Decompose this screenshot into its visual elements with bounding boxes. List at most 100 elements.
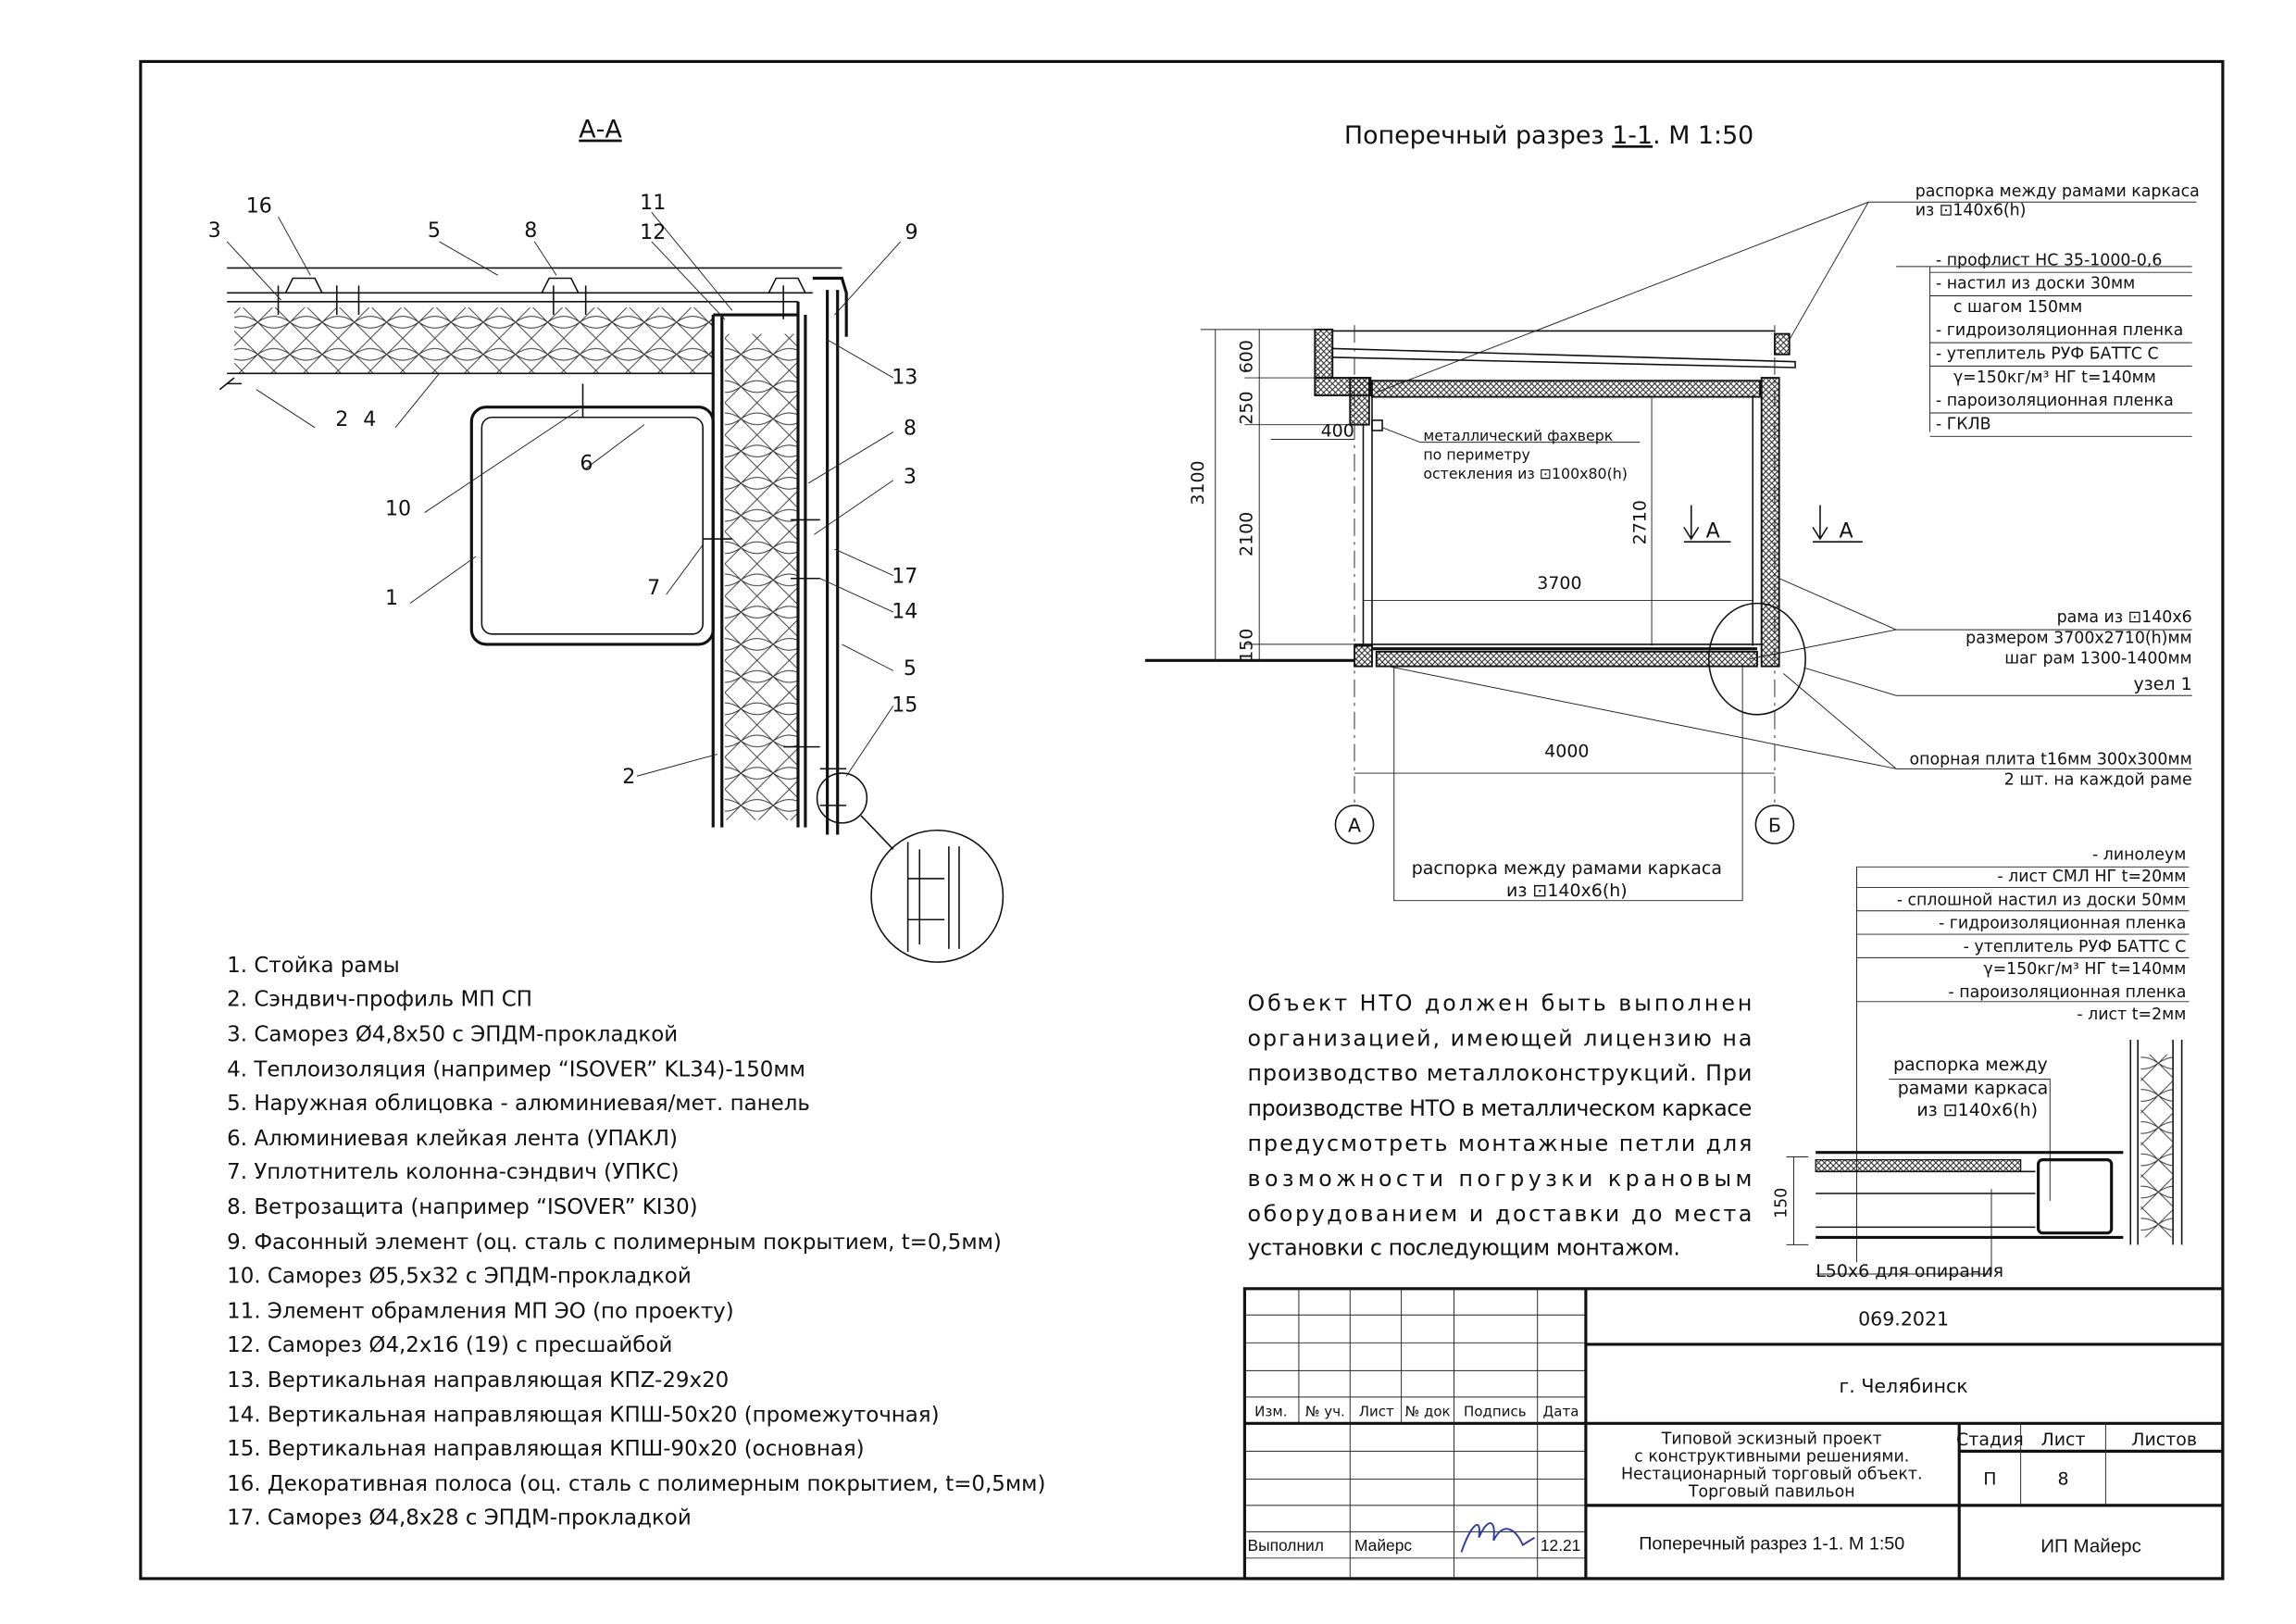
legend-item: 3. Саморез Ø4,8x50 с ЭПДМ-прокладкой (227, 1023, 678, 1047)
axis-a-label: А (1348, 814, 1361, 836)
legend-item: 5. Наружная облицовка - алюминиевая/мет.… (227, 1092, 810, 1116)
svg-text:П: П (1983, 1469, 1996, 1490)
svg-text:распорка между: распорка между (1893, 1055, 2048, 1075)
legend-item: 12. Саморез Ø4,2x16 (19) с пресшайбой (227, 1333, 672, 1357)
svg-text:8: 8 (904, 417, 917, 441)
svg-text:- ГКЛВ: - ГКЛВ (1936, 415, 1991, 433)
svg-text:с конструктивными решениями.: с конструктивными решениями. (1634, 1447, 1909, 1466)
svg-text:Изм.: Изм. (1254, 1403, 1287, 1419)
svg-text:производстве НТО в металлическ: производстве НТО в металлическом каркасе (1248, 1095, 1753, 1121)
svg-text:- пароизоляционная пленка: - пароизоляционная пленка (1936, 392, 2174, 410)
legend-item: 2. Сэндвич-профиль МП СП (227, 988, 532, 1012)
svg-text:Типовой эскизный проект: Типовой эскизный проект (1661, 1430, 1882, 1448)
general-note: Объект НТО должен быть выполнен организа… (1248, 990, 1753, 1260)
svg-text:оборудованием и доставки до ме: оборудованием и доставки до места (1248, 1201, 1753, 1227)
svg-text:- гидроизоляционная пленка: - гидроизоляционная пленка (1936, 321, 2183, 340)
svg-text:2 шт. на каждой раме: 2 шт. на каждой раме (2004, 771, 2192, 790)
svg-text:размером 3700x2710(h)мм: размером 3700x2710(h)мм (1965, 629, 2192, 647)
legend-item: 9. Фасонный элемент (оц. сталь с полимер… (227, 1230, 1002, 1255)
svg-text:- утеплитель РУФ БАТТС С: - утеплитель РУФ БАТТС С (1936, 344, 2159, 363)
svg-text:металлический фахверк: металлический фахверк (1423, 427, 1613, 444)
svg-text:13: 13 (892, 365, 917, 389)
sheet-border (139, 59, 2225, 1580)
svg-text:ИП Майерс: ИП Майерс (2040, 1536, 2141, 1557)
svg-text:3100: 3100 (1188, 460, 1208, 505)
svg-text:- профлист НС 35-1000-0,6: - профлист НС 35-1000-0,6 (1936, 251, 2162, 269)
svg-text:производство металлоконструкци: производство металлоконструкций. При (1248, 1060, 1753, 1086)
svg-text:шаг рам 1300-1400мм: шаг рам 1300-1400мм (2004, 649, 2191, 668)
legend-item: 14. Вертикальная направляющая КПШ-50x20 … (227, 1404, 939, 1428)
svg-text:14: 14 (892, 599, 917, 623)
legend-item: 10. Саморез Ø5,5x32 с ЭПДМ-прокладкой (227, 1264, 692, 1288)
svg-text:12.21: 12.21 (1541, 1536, 1580, 1555)
svg-text:17: 17 (892, 564, 917, 588)
svg-text:- лист t=2мм: - лист t=2мм (2077, 1006, 2186, 1024)
svg-text:Лист: Лист (2040, 1430, 2085, 1450)
legend-item: 17. Саморез Ø4,8x28 с ЭПДМ-прокладкой (227, 1505, 692, 1530)
svg-text:6: 6 (580, 452, 593, 476)
svg-text:Дата: Дата (1543, 1403, 1579, 1419)
axis-b-label: Б (1768, 814, 1781, 836)
svg-text:распорка между рамами каркаса: распорка между рамами каркаса (1915, 182, 2200, 201)
svg-text:Нестационарный торговый объект: Нестационарный торговый объект. (1621, 1465, 1923, 1483)
title-block: Изм. № уч. Лист № док Подпись Дата Выпол… (1242, 1287, 2225, 1580)
callout-numbers: 16 3 5 8 11 12 9 13 8 3 17 14 5 15 2 2 4… (208, 191, 918, 789)
svg-text:рама из ⊡140x6: рама из ⊡140x6 (2057, 608, 2192, 627)
legend-item: 11. Элемент обрамления МП ЭО (по проекту… (227, 1299, 734, 1323)
svg-text:1: 1 (385, 586, 398, 610)
svg-text:10: 10 (385, 497, 411, 521)
svg-text:Подпись: Подпись (1464, 1403, 1527, 1419)
svg-text:8: 8 (524, 219, 537, 243)
svg-text:4: 4 (363, 407, 376, 431)
svg-text:- сплошной настил из доски 50м: - сплошной настил из доски 50мм (1897, 891, 2187, 909)
svg-text:№ уч.: № уч. (1305, 1403, 1345, 1419)
svg-text:4000: 4000 (1544, 742, 1589, 762)
svg-text:установки с последующим монтаж: установки с последующим монтажом. (1248, 1234, 1681, 1260)
svg-text:7: 7 (647, 576, 660, 600)
floor-node-detail: - линолеум - лист СМЛ НГ t=20мм - сплошн… (1773, 845, 2190, 1281)
svg-text:16: 16 (246, 194, 272, 218)
svg-text:400: 400 (1321, 420, 1354, 441)
svg-text:узел 1: узел 1 (2133, 674, 2191, 694)
svg-text:069.2021: 069.2021 (1858, 1307, 1949, 1330)
svg-text:опорная плита t16мм 300x300мм: опорная плита t16мм 300x300мм (1910, 751, 2192, 769)
svg-text:рамами каркаса: рамами каркаса (1898, 1078, 2049, 1098)
legend-item: 7. Уплотнитель колонна-сэндвич (УПКС) (227, 1160, 679, 1184)
svg-text:из ⊡140x6(h): из ⊡140x6(h) (1506, 881, 1628, 901)
svg-text:г. Челябинск: г. Челябинск (1839, 1375, 1967, 1397)
legend-item: 16. Декоративная полоса (оц. сталь с пол… (227, 1472, 1045, 1496)
svg-text:γ=150кг/м³ НГ t=140мм: γ=150кг/м³ НГ t=140мм (1983, 960, 2186, 979)
svg-text:из ⊡140x6(h): из ⊡140x6(h) (1915, 201, 2027, 219)
svg-text:3700: 3700 (1537, 573, 1581, 593)
signature (1460, 1522, 1536, 1553)
svg-text:150: 150 (1236, 629, 1256, 662)
svg-text:9: 9 (905, 220, 917, 244)
svg-text:15: 15 (892, 693, 917, 718)
svg-text:остекления из ⊡100x80(h): остекления из ⊡100x80(h) (1423, 465, 1628, 482)
legend-item: 13. Вертикальная направляющая КПZ-29x20 (227, 1368, 729, 1393)
svg-text:Торговый павильон: Торговый павильон (1688, 1482, 1855, 1501)
svg-text:- утеплитель РУФ БАТТС С: - утеплитель РУФ БАТТС С (1964, 938, 2187, 956)
svg-text:Листов: Листов (2131, 1430, 2197, 1450)
svg-text:γ=150кг/м³ НГ t=140мм: γ=150кг/м³ НГ t=140мм (1953, 369, 2156, 387)
legend-item: 8. Ветрозащита (например “ISOVER” KI30) (227, 1195, 697, 1219)
svg-text:№ док: № док (1405, 1403, 1451, 1419)
svg-text:из ⊡140x6(h): из ⊡140x6(h) (1916, 1100, 2038, 1120)
svg-text:- настил из доски 30мм: - настил из доски 30мм (1936, 275, 2135, 294)
svg-text:11: 11 (640, 191, 666, 215)
svg-text:2: 2 (622, 765, 635, 789)
svg-text:Поперечный разрез 1-1. М 1:50: Поперечный разрез 1-1. М 1:50 (1639, 1533, 1904, 1554)
svg-text:Объект НТО должен быть выполне: Объект НТО должен быть выполнен (1248, 990, 1753, 1016)
svg-text:предусмотреть монтажные петли: предусмотреть монтажные петли для (1248, 1131, 1753, 1156)
svg-text:5: 5 (904, 656, 917, 681)
legend-item: 15. Вертикальная направляющая КПШ-90x20 … (227, 1437, 864, 1461)
svg-text:600: 600 (1236, 340, 1256, 373)
svg-text:L50x6 для опирания: L50x6 для опирания (1816, 1261, 2003, 1281)
svg-text:150: 150 (1773, 1188, 1791, 1218)
svg-text:2: 2 (335, 407, 348, 431)
svg-text:Майерс: Майерс (1354, 1536, 1412, 1555)
svg-text:12: 12 (640, 220, 666, 244)
svg-text:организацией, имеющей лицензию: организацией, имеющей лицензию на (1248, 1025, 1753, 1051)
svg-text:3: 3 (904, 465, 917, 489)
